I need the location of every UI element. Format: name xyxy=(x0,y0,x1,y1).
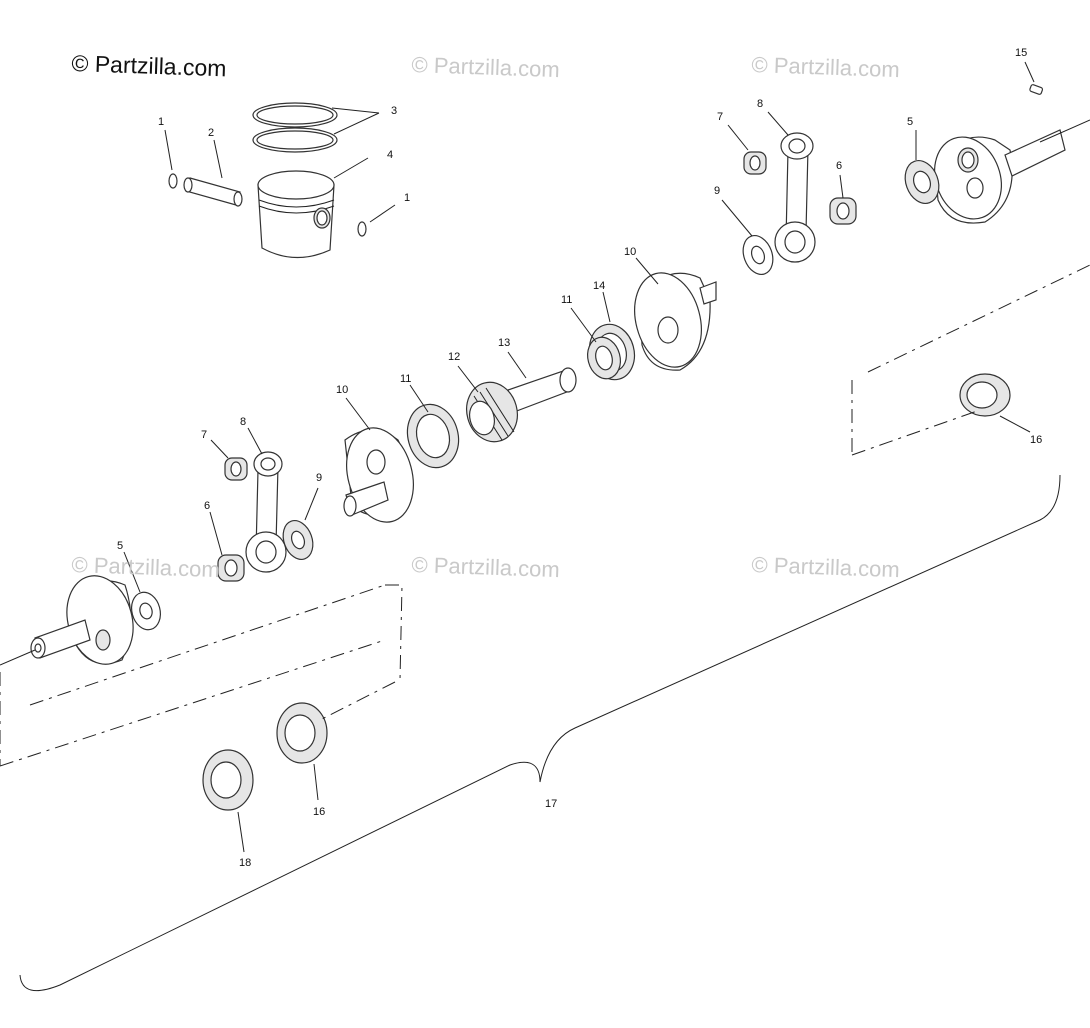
bearing-7-left xyxy=(224,457,248,481)
bearing-6-left xyxy=(217,554,245,582)
connecting-rod-left xyxy=(245,451,287,573)
callout-6: 6 xyxy=(204,500,210,512)
thrust-washer-5-left xyxy=(131,591,161,631)
connecting-rod-right xyxy=(774,132,816,263)
seal-16-lower xyxy=(276,702,328,764)
callout-5: 5 xyxy=(907,116,913,128)
callout-18: 18 xyxy=(239,857,251,869)
bearing-7-right xyxy=(743,151,767,175)
callout-10: 10 xyxy=(336,384,348,396)
thrust-washer-9-left xyxy=(282,520,314,560)
crank-half-right xyxy=(934,119,1090,224)
seal-16-right xyxy=(959,373,1011,417)
callout-15: 15 xyxy=(1015,47,1027,59)
callout-16: 16 xyxy=(1030,434,1042,446)
crank-half-left xyxy=(0,575,134,666)
thrust-washer-right xyxy=(904,160,940,204)
piston-pin xyxy=(183,177,243,207)
bearing-6-right xyxy=(829,197,857,225)
pin-clip-right xyxy=(357,221,367,237)
callouts: 1 2 3 4 1 15 8 7 5 6 9 10 14 11 13 12 11… xyxy=(117,47,1042,869)
pin-clip-left xyxy=(168,173,178,189)
crank-half-10-lower xyxy=(343,427,414,523)
center-shaft xyxy=(507,367,577,413)
callout-7: 7 xyxy=(717,111,723,123)
callout-9: 9 xyxy=(714,185,720,197)
callout-1: 1 xyxy=(404,192,410,204)
callout-9: 9 xyxy=(316,472,322,484)
watermark: © Partzilla.com xyxy=(751,552,901,583)
crank-half-10-upper xyxy=(634,272,717,371)
callout-3: 3 xyxy=(391,105,397,117)
callout-7: 7 xyxy=(201,429,207,441)
piston-ring-top xyxy=(252,102,338,128)
callout-14: 14 xyxy=(593,280,605,292)
callout-16: 16 xyxy=(313,806,325,818)
callout-11: 11 xyxy=(561,294,572,306)
seal-18 xyxy=(202,749,254,811)
seal-11-lower xyxy=(406,403,460,469)
callout-8: 8 xyxy=(240,416,246,428)
callout-17: 17 xyxy=(545,798,557,810)
callout-11: 11 xyxy=(400,373,411,385)
callout-12: 12 xyxy=(448,351,460,363)
thrust-washer-9-right xyxy=(742,235,774,275)
callout-1: 1 xyxy=(158,116,164,128)
callout-6: 6 xyxy=(836,160,842,172)
watermark: © Partzilla.com xyxy=(71,552,221,583)
watermark: © Partzilla.com xyxy=(751,52,901,83)
brand-copyright: © Partzilla.com xyxy=(71,50,227,82)
callout-10: 10 xyxy=(624,246,636,258)
labyrinth-seal xyxy=(466,381,518,443)
key xyxy=(1029,84,1044,95)
piston xyxy=(257,170,335,259)
callout-2: 2 xyxy=(208,127,214,139)
watermark: © Partzilla.com xyxy=(411,552,561,583)
watermark: © Partzilla.com xyxy=(411,52,561,83)
callout-5: 5 xyxy=(117,540,123,552)
callout-8: 8 xyxy=(757,98,763,110)
seal-11-upper xyxy=(587,336,621,380)
piston-ring-bottom xyxy=(252,127,338,153)
callout-4: 4 xyxy=(387,149,393,161)
callout-13: 13 xyxy=(498,337,510,349)
